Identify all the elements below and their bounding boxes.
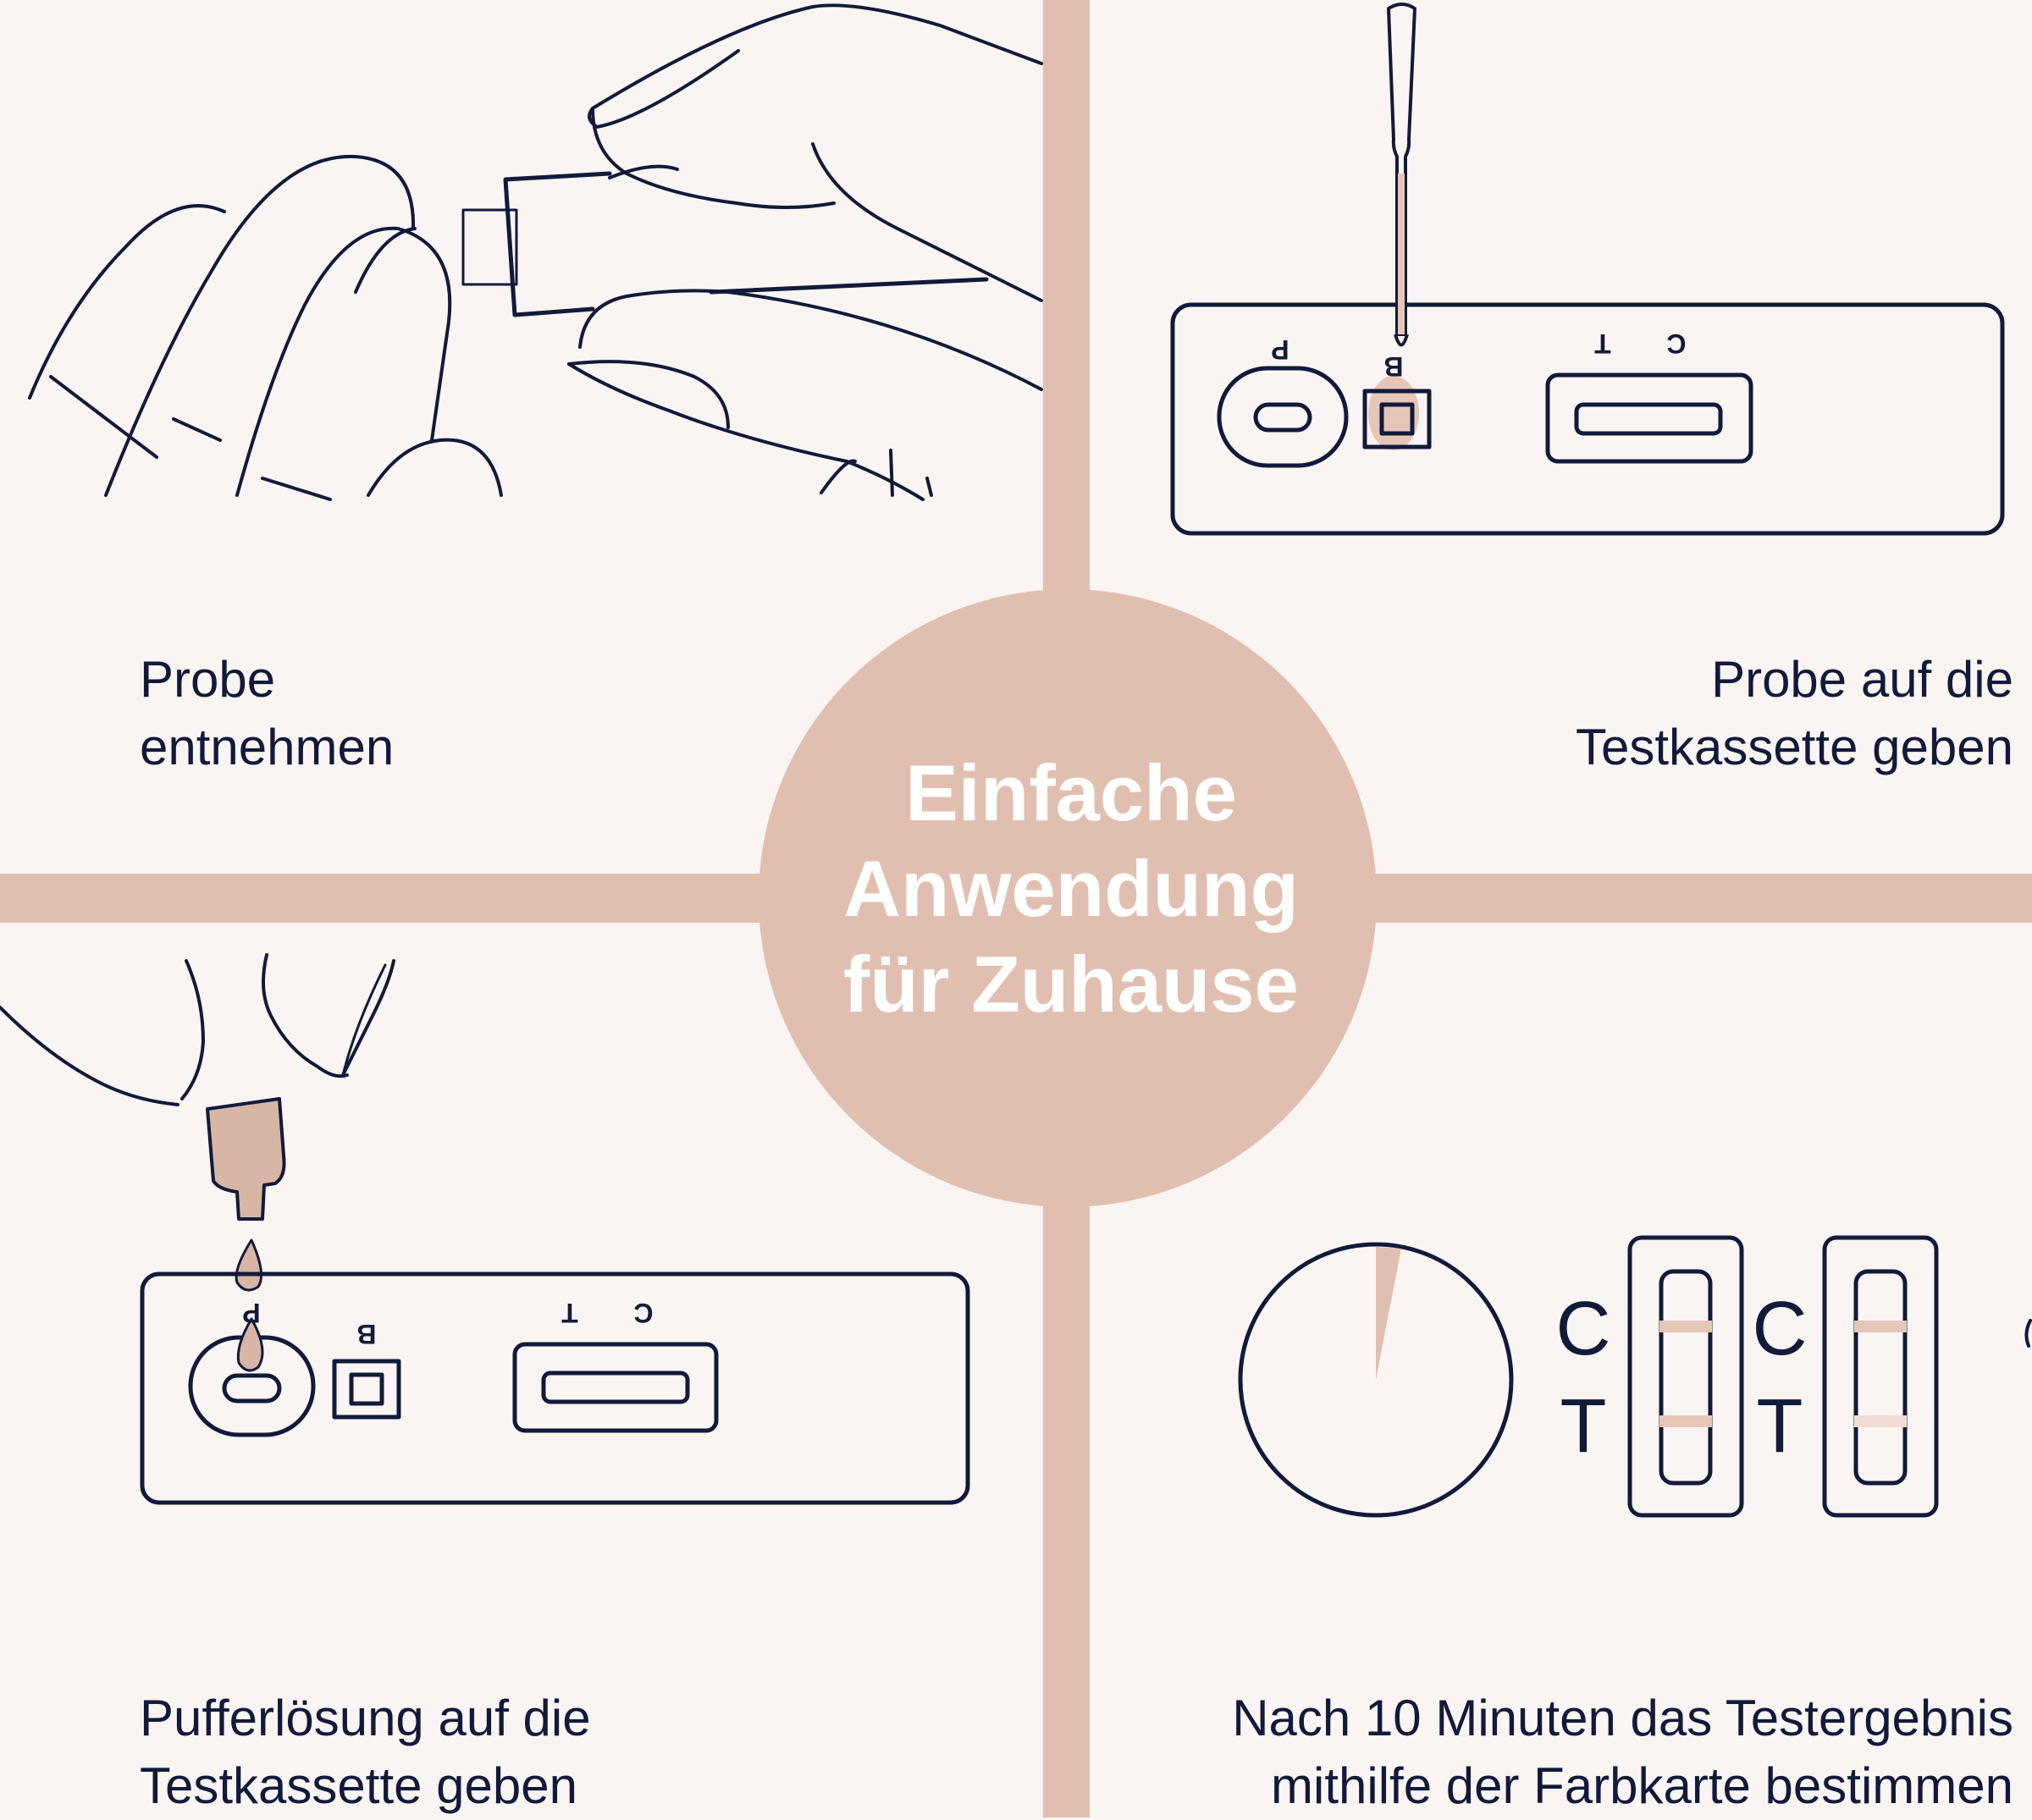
step2-label-sample: P <box>1271 334 1289 365</box>
timer-clock <box>1238 1242 1514 1518</box>
step2-label-buffer: B <box>1383 351 1403 382</box>
strip1-label-control: C <box>1556 1287 1611 1371</box>
result-strip-positive <box>1627 1235 1744 1518</box>
step2-cassette-body <box>1170 302 2005 536</box>
step3-label-buffer: B <box>356 1319 376 1349</box>
step3-caption: Pufferlösung auf die Testkassette geben <box>140 1690 591 1814</box>
strip2-label-test: T <box>1757 1384 1803 1469</box>
step2-label-test: T <box>1594 328 1611 359</box>
timer-wedge <box>1376 1247 1401 1380</box>
step2-label-control: C <box>1666 328 1686 359</box>
strip2-label-control: C <box>1753 1287 1808 1371</box>
step3-label-sample: P <box>242 1298 260 1328</box>
step4-result-illustration <box>1238 1235 2032 1518</box>
step3-label-control: C <box>633 1298 653 1328</box>
step1-hand-illustration <box>28 3 1043 501</box>
center-circle <box>759 589 1377 1207</box>
step3-label-test: T <box>561 1298 578 1328</box>
step2-cassette-illustration <box>1170 3 2005 536</box>
step1-caption: Probe entnehmen <box>140 651 395 775</box>
center-title: Einfache Anwendung für Zuhause <box>843 748 1299 1029</box>
step2-caption: Probe auf die Testkassette geben <box>1575 651 2013 775</box>
step3-cassette-illustration <box>0 953 970 1505</box>
step4-caption: Nach 10 Minuten das Testergebnis mithilf… <box>1232 1690 2013 1814</box>
step3-cassette-body <box>140 1271 970 1505</box>
strip1-label-test: T <box>1560 1384 1607 1469</box>
result-strip-negative <box>1822 1235 1939 1518</box>
